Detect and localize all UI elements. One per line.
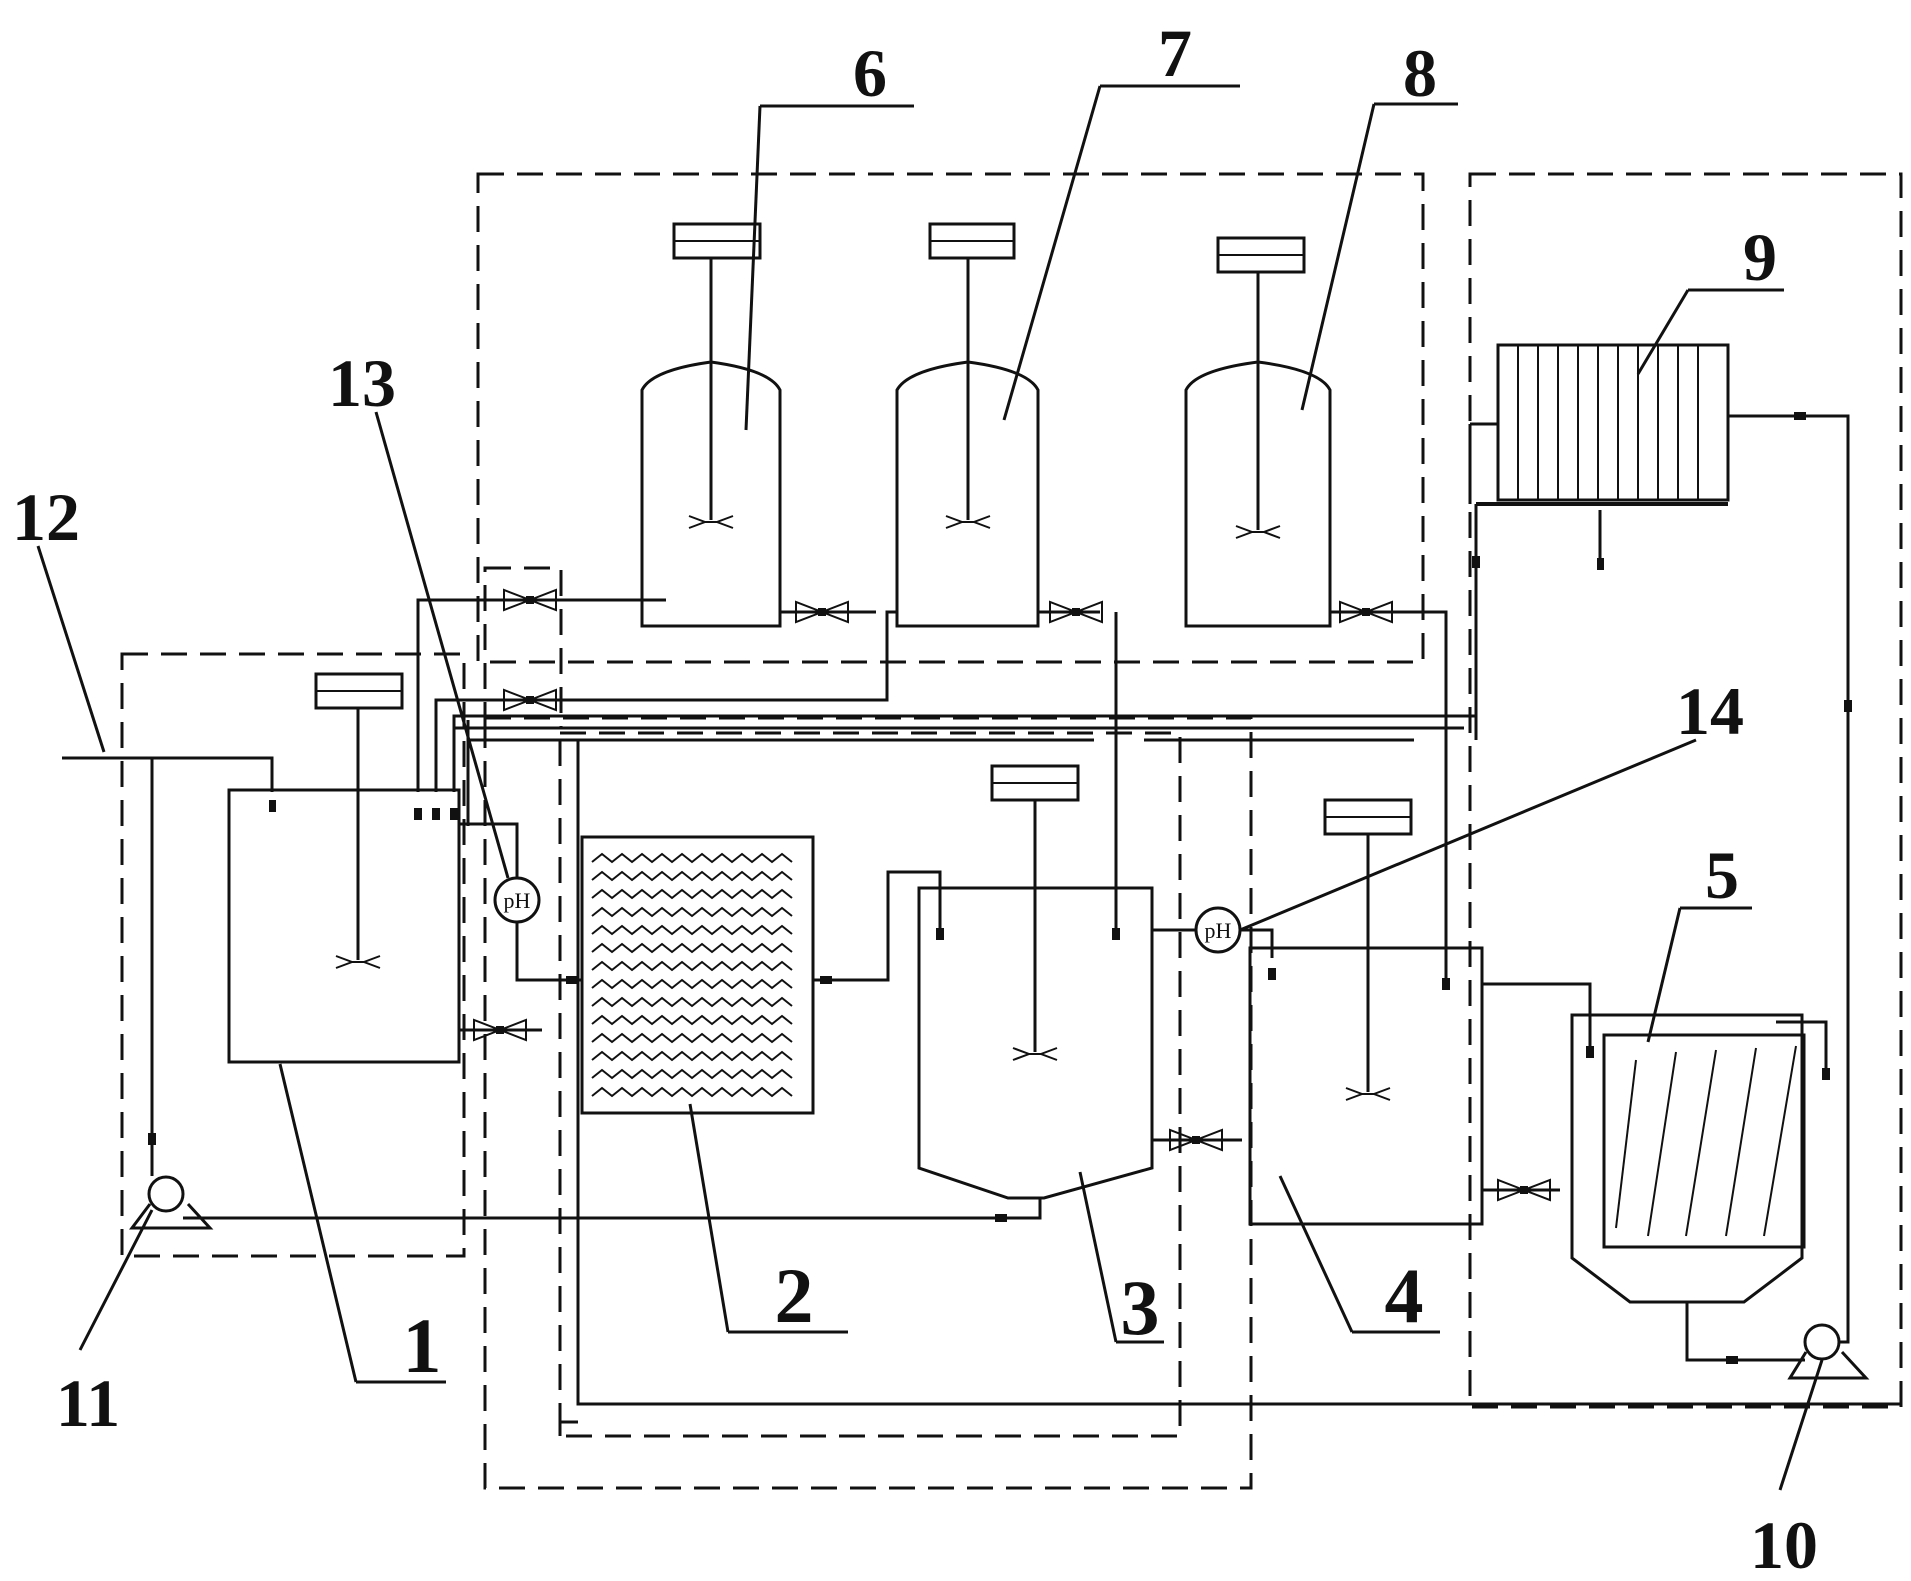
group-boundary-outer <box>483 716 1253 1490</box>
group-boundary-sludge <box>1468 172 1903 1409</box>
label-5: 5 <box>1705 837 1739 913</box>
ph-meter-13: pH <box>493 876 541 924</box>
dosing-tank-7 <box>895 222 1040 628</box>
dosing-tank-6 <box>640 222 782 628</box>
leader-lines <box>36 84 1824 1491</box>
filter-press-9 <box>1468 343 1730 570</box>
label-1: 1 <box>403 1302 442 1389</box>
labels: 6 7 8 9 13 12 14 5 2 3 4 1 11 10 <box>12 15 1818 1581</box>
label-3: 3 <box>1121 1264 1160 1351</box>
pump-10 <box>1787 1323 1870 1380</box>
label-12: 12 <box>12 479 80 555</box>
label-8: 8 <box>1403 35 1437 111</box>
ph-meter-14: pH <box>1194 906 1242 954</box>
label-7: 7 <box>1158 15 1192 91</box>
settler-5 <box>1570 1013 1806 1332</box>
group-boundary-dosing <box>476 172 1425 664</box>
label-11: 11 <box>56 1365 120 1441</box>
svg-text:pH: pH <box>1205 918 1232 943</box>
group-boundary-tank-1 <box>120 652 466 1258</box>
piping <box>62 412 1900 1436</box>
label-4: 4 <box>1385 1252 1424 1339</box>
label-14: 14 <box>1676 673 1744 749</box>
reactor-2-packed <box>580 835 815 1115</box>
label-2: 2 <box>775 1252 814 1339</box>
label-9: 9 <box>1743 219 1777 295</box>
dosing-tank-8 <box>1184 236 1332 628</box>
tank-1 <box>227 672 461 1064</box>
label-10: 10 <box>1750 1507 1818 1581</box>
tank-3 <box>917 764 1154 1200</box>
label-6: 6 <box>853 35 887 111</box>
label-13: 13 <box>328 345 396 421</box>
pump-11 <box>129 1175 214 1230</box>
svg-text:pH: pH <box>504 888 531 913</box>
